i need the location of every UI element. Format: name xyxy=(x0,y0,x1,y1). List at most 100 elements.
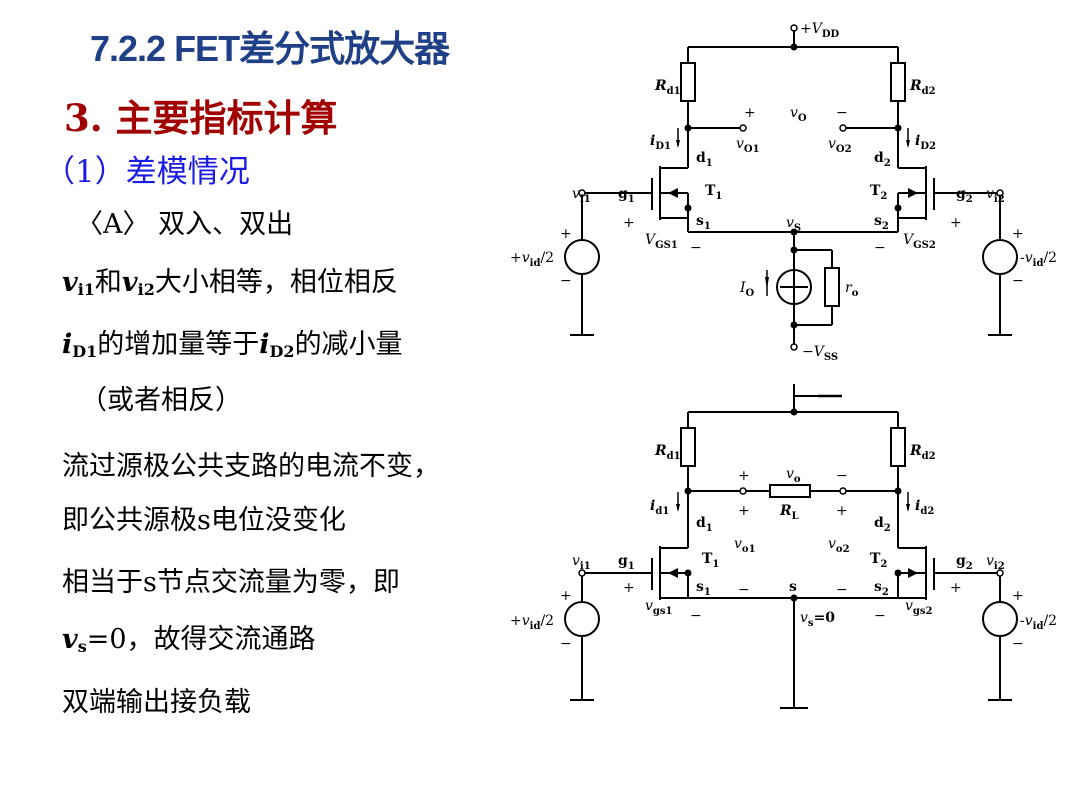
label-rd2-sub: d2 xyxy=(922,86,936,97)
label-rd1-sub: d1 xyxy=(667,86,681,97)
text-line-or-opposite: （或者相反） xyxy=(80,385,242,416)
label-d2-ac: d xyxy=(874,515,884,531)
svg-text:vS: vS xyxy=(786,215,801,234)
svg-text:vO2: vO2 xyxy=(828,136,852,155)
label-vs0: v xyxy=(800,610,808,626)
label-plus-vgs2: + xyxy=(950,215,962,231)
label-vgs2-sub: GS2 xyxy=(913,240,936,251)
label-t2: T xyxy=(870,183,881,199)
label-io: I xyxy=(739,280,746,296)
label-src-left-ac-tail: /2 xyxy=(540,613,554,629)
svg-text:vi2: vi2 xyxy=(986,186,1005,205)
svg-text:vO1: vO1 xyxy=(736,136,760,155)
section-heading: 3. 主要指标计算 xyxy=(64,96,338,140)
label-vs0-sub: s xyxy=(808,618,814,629)
svg-text:VGS1: VGS1 xyxy=(645,232,678,251)
svg-text:vo: vo xyxy=(786,466,801,485)
label-id1-ac: i xyxy=(650,498,655,514)
svg-text:Rd2: Rd2 xyxy=(909,78,936,97)
label-plus-vgs1-ac: + xyxy=(623,580,635,596)
label-minus-src1-ac: − xyxy=(560,636,572,652)
label-src-left-ac-sub: id xyxy=(530,621,541,632)
svg-text:Rd1: Rd1 xyxy=(654,443,681,462)
var-i: i xyxy=(259,329,270,360)
label-plus-src2: + xyxy=(1012,226,1024,242)
label-src-left: +v xyxy=(510,250,530,266)
label-vgs1-sub: GS1 xyxy=(655,240,678,251)
label-vo2-ac: v xyxy=(828,536,836,552)
label-g2-ac-sub: 2 xyxy=(966,561,973,572)
text-line-load: 双端输出接负载 xyxy=(62,687,251,718)
rl-resistor xyxy=(769,484,811,498)
label-t1-ac-sub: 1 xyxy=(712,559,719,570)
label-g2-sub: 2 xyxy=(966,194,973,205)
svg-text:id1: id1 xyxy=(650,498,669,517)
text: 大小相等，相位相反 xyxy=(154,267,398,298)
label-rd1-ac-sub: d1 xyxy=(667,451,681,462)
label-g1-sub: 1 xyxy=(628,194,635,205)
label-s2-sub: 2 xyxy=(882,221,889,232)
svg-text:-vid/2: -vid/2 xyxy=(1020,250,1057,269)
label-rd2-ac-sub: d2 xyxy=(922,451,936,462)
label-g1-ac-sub: 1 xyxy=(628,561,635,572)
label-minus-vgs2-ac: − xyxy=(874,608,886,624)
label-vdd: +V xyxy=(800,21,824,37)
svg-text:s1: s1 xyxy=(696,579,711,598)
label-vi2-ac-sub: i2 xyxy=(994,561,1005,572)
sub: s xyxy=(77,637,87,656)
svg-text:vgs2: vgs2 xyxy=(905,598,933,617)
text-line-source-current: 流过源极公共支路的电流不变， xyxy=(62,451,440,482)
label-d1: d xyxy=(696,150,706,166)
slide-title: 7.2.2 FET差分式放大器 xyxy=(90,28,450,69)
text-line-input-relation: vi1和vi2大小相等，相位相反 xyxy=(62,260,398,299)
label-s1-sub: 1 xyxy=(704,221,711,232)
label-s1: s xyxy=(696,213,704,229)
label-io-sub: O xyxy=(746,288,755,299)
svg-text:IO: IO xyxy=(739,280,755,299)
sub: D2 xyxy=(269,342,295,361)
label-t2-ac: T xyxy=(870,551,881,567)
text: 和 xyxy=(94,267,122,298)
label-vgs1-ac: v xyxy=(645,598,653,614)
label-vi2-ac: v xyxy=(986,553,994,569)
rd1-resistor xyxy=(680,62,696,102)
rd1-resistor-ac xyxy=(680,427,696,467)
label-d2-ac-sub: 2 xyxy=(884,523,891,534)
label-src-left-tail: /2 xyxy=(540,250,554,266)
label-rd2-ac: R xyxy=(909,443,922,459)
svg-text:d1: d1 xyxy=(696,515,713,534)
label-minus-vgs1-ac: − xyxy=(690,608,702,624)
svg-text:vo2: vo2 xyxy=(828,536,850,555)
svg-text:T2: T2 xyxy=(870,183,887,202)
sub: i2 xyxy=(137,280,155,299)
label-plus-vo1-ac: + xyxy=(738,503,750,519)
label-vss: −V xyxy=(802,344,826,360)
text-line-vs-zero: vs=0，故得交流通路 xyxy=(62,617,316,656)
label-vs-sub: S xyxy=(794,223,801,234)
label-t2-sub: 2 xyxy=(880,191,887,202)
svg-text:T1: T1 xyxy=(705,183,722,202)
label-vo: v xyxy=(790,105,798,121)
label-plus-vgs2-ac: + xyxy=(950,580,962,596)
label-vgs2: V xyxy=(903,232,915,248)
label-t1: T xyxy=(705,183,716,199)
label-g1: g xyxy=(618,186,628,202)
label-plus-src1-ac: + xyxy=(560,588,572,604)
label-vss-sub: SS xyxy=(824,352,838,363)
label-src-left-ac: +v xyxy=(510,613,530,629)
text: =0，故得交流通路 xyxy=(86,624,316,655)
label-rl-sub: L xyxy=(792,511,799,522)
label-minus-vo2-ac: − xyxy=(836,582,848,598)
label-s1-ac: s xyxy=(696,579,704,595)
svg-text:vi2: vi2 xyxy=(986,553,1005,572)
svg-text:+vid/2: +vid/2 xyxy=(510,613,554,632)
svg-text:Rd2: Rd2 xyxy=(909,443,936,462)
subsection-heading: （1）差模情况 xyxy=(44,154,250,190)
label-t2-ac-sub: 2 xyxy=(880,559,887,570)
svg-text:Rd1: Rd1 xyxy=(654,78,681,97)
label-vgs2-ac-sub: gs2 xyxy=(913,606,933,617)
text: 的减小量 xyxy=(294,329,403,360)
label-vi1-ac: v xyxy=(572,553,580,569)
svg-text:+VDD: +VDD xyxy=(800,21,840,40)
svg-text:g1: g1 xyxy=(618,186,635,205)
